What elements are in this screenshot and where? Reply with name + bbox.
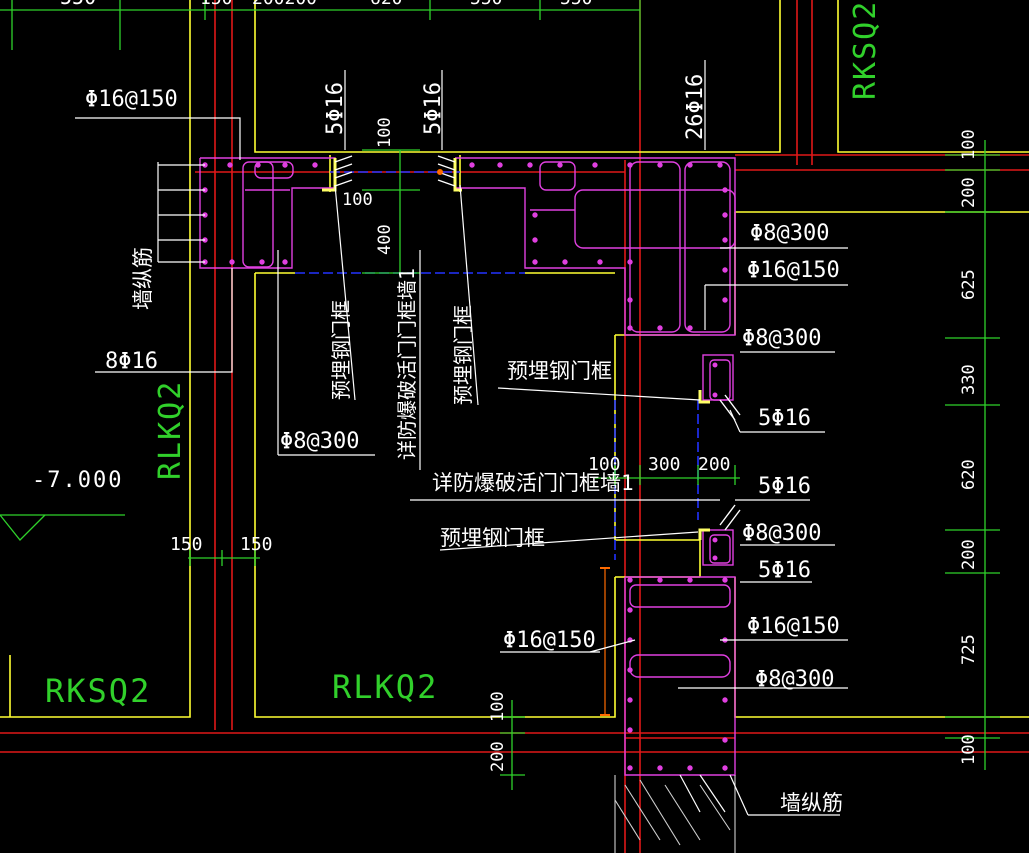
dim-top-a: 150 (200, 0, 233, 9)
callout-detail-ref-horizontal: 详防爆破活门门框墙1 (432, 471, 634, 495)
label-rksq2-bottom: RKSQ2 (45, 672, 151, 710)
callout-5phi16-b: 5Φ16 (421, 82, 446, 135)
dim-top-partial: 550 (60, 0, 96, 9)
callout-phi8-300-left: Φ8@300 (280, 429, 359, 454)
dim-top-d: 550 (470, 0, 503, 9)
dim-100-top: 100 (375, 117, 395, 148)
callout-phi16-150-top: Φ16@150 (85, 87, 178, 112)
callout-phi8-300-r1: Φ8@300 (750, 221, 829, 246)
leader-lines (75, 60, 848, 816)
hidden-lines (295, 171, 699, 560)
callout-5phi16-r3: 5Φ16 (758, 558, 811, 583)
callout-5phi16-a: 5Φ16 (323, 82, 348, 135)
label-rlkq2-center: RLKQ2 (332, 668, 438, 706)
callout-phi8-300-r4: Φ8@300 (755, 667, 834, 692)
label-rksq2-top: RKSQ2 (848, 0, 883, 100)
dim-100-bottom: 100 (488, 691, 508, 722)
elevation-symbol (0, 514, 46, 541)
ground-hatch (614, 775, 736, 853)
dim-right-200-a: 200 (959, 177, 979, 208)
callout-phi8-300-r2: Φ8@300 (742, 326, 821, 351)
dim-150-right: 150 (240, 534, 273, 555)
callout-phi16-150-r1: Φ16@150 (747, 258, 840, 283)
dimension-lines (0, 0, 1000, 790)
callout-embedded-frame-lower: 预埋钢门框 (440, 526, 545, 550)
dim-top-e: 550 (560, 0, 593, 9)
dim-150-left: 150 (170, 534, 203, 555)
labels: RKSQ2 RLKQ2 RKSQ2 RLKQ2 -7.000 Φ16@150 墙… (32, 0, 979, 815)
dim-top-b: 200200 (252, 0, 317, 9)
stirrups (242, 161, 736, 678)
label-rlkq2-left: RLKQ2 (153, 380, 188, 480)
dim-right-625: 625 (959, 269, 979, 300)
callout-embedded-frame-2: 预埋钢门框 (451, 305, 475, 405)
dim-right-200-b: 200 (959, 539, 979, 570)
callout-phi8-300-r3: Φ8@300 (742, 521, 821, 546)
callout-embedded-frame-1: 预埋钢门框 (329, 300, 353, 400)
rebar-dots (202, 162, 728, 771)
markers (437, 169, 610, 716)
callout-embedded-frame-right: 预埋钢门框 (507, 359, 612, 383)
dim-300-door: 300 (648, 454, 681, 475)
callout-5phi16-r2: 5Φ16 (758, 474, 811, 499)
dim-right-620: 620 (959, 459, 979, 490)
callout-8phi16: 8Φ16 (105, 349, 158, 374)
dim-400: 400 (375, 224, 395, 255)
dim-200-bottom: 200 (488, 741, 508, 772)
dim-top-c: 620 (370, 0, 403, 9)
dim-right-100-bottom: 100 (959, 734, 979, 765)
callout-5phi16-r1: 5Φ16 (758, 406, 811, 431)
dim-100-mid: 100 (342, 190, 373, 210)
dim-right-100-top: 100 (959, 129, 979, 160)
callout-detail-ref-vertical: 详防爆破活门门框墙1 (395, 268, 419, 460)
dim-200-door: 200 (698, 454, 731, 475)
dim-100-door: 100 (588, 454, 621, 475)
dim-right-725: 725 (959, 634, 979, 665)
callout-phi16-150-r2: Φ16@150 (747, 614, 840, 639)
callout-wall-rebar-left: 墙纵筋 (131, 247, 155, 310)
callout-wall-rebar-bottom: 墙纵筋 (780, 791, 843, 815)
dim-right-330: 330 (959, 364, 979, 395)
callout-26phi16: 26Φ16 (683, 74, 708, 140)
callout-phi16-150-mid: Φ16@150 (503, 628, 596, 653)
elevation-value: -7.000 (32, 468, 123, 493)
